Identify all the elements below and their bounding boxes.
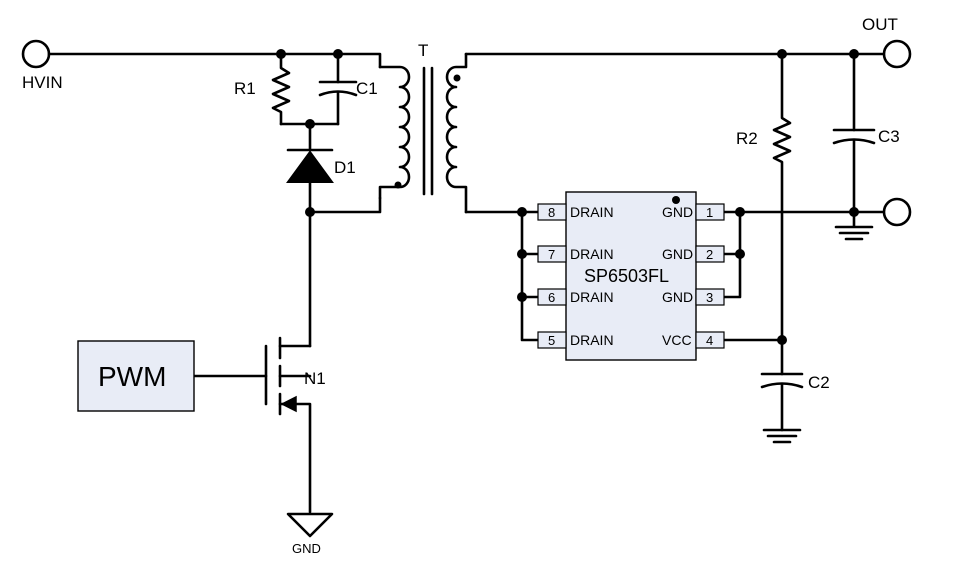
pin-4-num: 4 bbox=[706, 333, 713, 348]
junction-drain-6 bbox=[517, 292, 527, 302]
transformer: T bbox=[378, 41, 468, 214]
ground-symbol-c2 bbox=[762, 428, 802, 444]
n1-label: N1 bbox=[304, 369, 326, 388]
pin-3-label: GND bbox=[662, 289, 693, 305]
primary-bottom-wire bbox=[308, 196, 382, 214]
ground-symbol-n1: GND bbox=[286, 512, 334, 556]
chip-sp6503fl: SP6503FL 8 DRAIN 7 DRAIN 6 DRAIN 5 DRAIN… bbox=[537, 191, 725, 361]
junction-gnd-2 bbox=[735, 249, 745, 259]
hvin-label: HVIN bbox=[22, 73, 63, 92]
r1-resistor: R1 bbox=[234, 52, 291, 126]
hvin-wire bbox=[47, 52, 382, 69]
pwm-label: PWM bbox=[98, 361, 166, 392]
r2-label: R2 bbox=[736, 129, 758, 148]
c1-label: C1 bbox=[356, 79, 378, 98]
pin-7-label: DRAIN bbox=[570, 246, 614, 262]
transformer-label: T bbox=[418, 41, 428, 60]
hvin-terminal: HVIN bbox=[21, 39, 63, 92]
primary-dot bbox=[394, 181, 402, 189]
out-label: OUT bbox=[862, 15, 898, 34]
pin-6-label: DRAIN bbox=[570, 289, 614, 305]
pin-2-box bbox=[695, 245, 725, 263]
pin-1-num: 1 bbox=[706, 205, 713, 220]
junction-drain-7 bbox=[517, 249, 527, 259]
vcc-wire bbox=[694, 338, 784, 376]
pin-8-num: 8 bbox=[548, 205, 555, 220]
pin-6-box bbox=[537, 288, 567, 306]
pin-3-num: 3 bbox=[706, 290, 713, 305]
pin-5-label: DRAIN bbox=[570, 332, 614, 348]
chip-name: SP6503FL bbox=[584, 266, 669, 286]
pin-6-num: 6 bbox=[548, 290, 555, 305]
pin-4-label: VCC bbox=[662, 332, 692, 348]
pin-4-box bbox=[695, 331, 725, 349]
pin-5-box bbox=[537, 331, 567, 349]
pin1-marker bbox=[672, 196, 680, 204]
c3-capacitor: C3 bbox=[832, 52, 900, 214]
pwm-block: PWM bbox=[77, 340, 195, 412]
c2-capacitor: C2 bbox=[760, 372, 830, 432]
pin-8-box bbox=[537, 203, 567, 221]
gnd-label: GND bbox=[292, 541, 321, 556]
ground-symbol-c3 bbox=[834, 210, 874, 241]
pin-7-num: 7 bbox=[548, 247, 555, 262]
r1-label: R1 bbox=[234, 79, 256, 98]
c2-label: C2 bbox=[808, 373, 830, 392]
c1-capacitor: C1 bbox=[318, 52, 378, 126]
pin-8-label: DRAIN bbox=[570, 204, 614, 220]
pin-1-box bbox=[695, 203, 725, 221]
d1-label: D1 bbox=[334, 158, 356, 177]
pin-5-num: 5 bbox=[548, 333, 555, 348]
secondary-dot bbox=[453, 74, 461, 82]
pin-2-num: 2 bbox=[706, 247, 713, 262]
out-terminal: OUT bbox=[862, 15, 912, 69]
pin-2-label: GND bbox=[662, 246, 693, 262]
n1-mosfet: N1 bbox=[192, 336, 326, 514]
d1-diode: D1 bbox=[286, 122, 356, 214]
c3-label: C3 bbox=[878, 127, 900, 146]
r2-resistor: R2 bbox=[736, 52, 792, 340]
pin-3-box bbox=[695, 288, 725, 306]
pin-7-box bbox=[537, 245, 567, 263]
drain-bus bbox=[520, 210, 540, 342]
return-terminal bbox=[882, 197, 912, 227]
pin-1-label: GND bbox=[662, 204, 693, 220]
